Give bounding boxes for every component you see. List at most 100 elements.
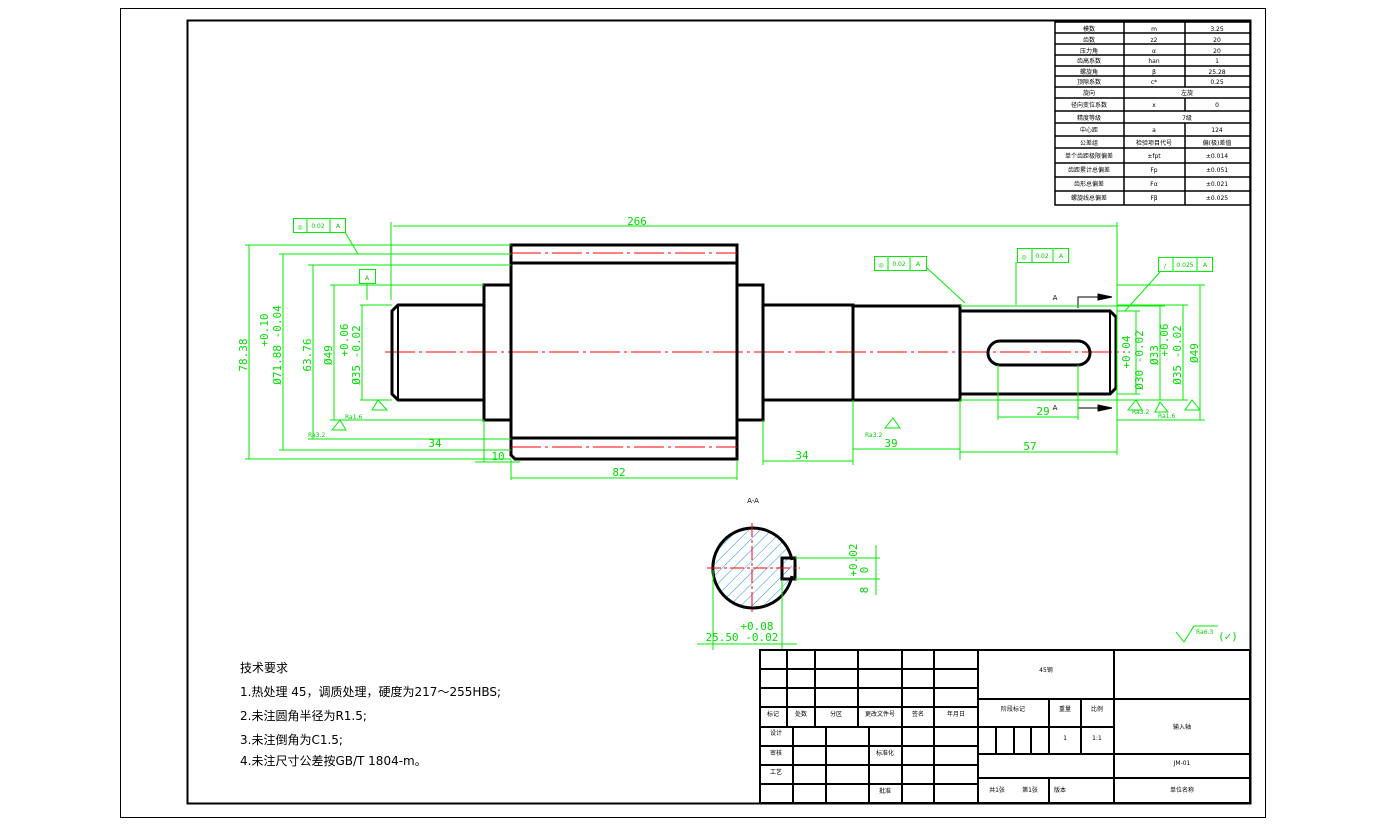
svg-text:螺旋线总偏差: 螺旋线总偏差: [1071, 194, 1107, 202]
svg-text:z2: z2: [1151, 37, 1158, 44]
svg-text:x: x: [1152, 102, 1156, 109]
section-title: A-A: [747, 497, 759, 505]
svg-text:3.25: 3.25: [1210, 26, 1224, 33]
svg-text:处数: 处数: [795, 710, 807, 718]
svg-text:A: A: [336, 223, 341, 230]
dim-63-76: 63.76: [301, 338, 314, 371]
keyway-slot: [986, 339, 1092, 367]
svg-text:±0.021: ±0.021: [1206, 181, 1228, 188]
svg-text:c*: c*: [1151, 79, 1157, 86]
outer-border: [120, 8, 1266, 818]
dim-d49-right: Ø49: [1188, 343, 1201, 363]
svg-text:0.25: 0.25: [1210, 79, 1224, 86]
svg-text:A: A: [1059, 253, 1064, 260]
svg-text:工艺: 工艺: [770, 768, 782, 776]
dim-total-length: 266: [627, 215, 647, 228]
dim-len-57: 57: [1023, 440, 1036, 453]
roughness-general: Ra6.3: [1196, 629, 1213, 636]
key-depth: 25.50 -0.02: [706, 631, 779, 644]
svg-text:Fα: Fα: [1150, 181, 1157, 188]
svg-text:偏(极)差值: 偏(极)差值: [1203, 139, 1232, 147]
svg-text:0: 0: [1215, 102, 1219, 109]
dim-outer-diameter: 78.38: [237, 338, 250, 371]
svg-text:Fβ: Fβ: [1150, 195, 1157, 202]
svg-text:A: A: [1203, 262, 1208, 269]
svg-text:±0.025: ±0.025: [1206, 195, 1228, 202]
svg-text:设计: 设计: [770, 729, 782, 737]
svg-text:0.02: 0.02: [1035, 253, 1049, 260]
roughness-label: Ra3.2: [308, 432, 325, 439]
svg-text:±0.014: ±0.014: [1206, 153, 1228, 160]
dim-len-34-right: 34: [795, 449, 809, 462]
svg-text:β: β: [1152, 69, 1156, 76]
svg-text:m: m: [1151, 26, 1157, 33]
section-dimension-lines: [697, 545, 880, 650]
svg-text:齿数: 齿数: [1083, 36, 1095, 44]
dim-len-39: 39: [884, 437, 897, 450]
svg-text:中心距: 中心距: [1080, 126, 1098, 134]
key-width: 8: [858, 587, 871, 594]
svg-text:检验项目代号: 检验项目代号: [1136, 139, 1172, 147]
svg-text:分区: 分区: [830, 710, 842, 718]
svg-text:左旋: 左旋: [1181, 89, 1193, 97]
svg-text:±fpt: ±fpt: [1147, 153, 1161, 160]
svg-text:124: 124: [1211, 127, 1223, 134]
svg-text:◎: ◎: [1021, 254, 1026, 261]
svg-text:批准: 批准: [879, 787, 891, 795]
roughness-label: Ra3.2: [865, 432, 882, 439]
tolerance-frame: ◎ 0.02 A: [874, 256, 927, 271]
company-name: 单位名称: [1170, 786, 1194, 794]
dim-d35-right-tol: +0.06: [1158, 323, 1171, 356]
svg-text:7级: 7级: [1182, 114, 1192, 122]
svg-text:单个齿距极限偏差: 单个齿距极限偏差: [1065, 152, 1113, 160]
datum-label: A: [365, 275, 370, 282]
svg-text:比例: 比例: [1091, 705, 1103, 713]
dim-d33: Ø33: [1148, 345, 1161, 365]
dim-len-10: 10: [491, 450, 504, 463]
roughness-other: (✓): [1218, 630, 1238, 643]
dim-root-tol-upper: +0.10: [258, 313, 271, 346]
dim-len-34-left: 34: [428, 437, 442, 450]
svg-text:压力角: 压力角: [1080, 47, 1098, 55]
material: 45钢: [1039, 666, 1053, 674]
svg-text:a: a: [1152, 127, 1156, 134]
dim-len-82: 82: [612, 466, 625, 479]
tolerance-frame: ◎ 0.02 A: [1017, 248, 1069, 263]
svg-text:◎: ◎: [297, 224, 302, 231]
svg-text:精度等级: 精度等级: [1077, 114, 1101, 122]
svg-text:年月日: 年月日: [947, 710, 965, 718]
svg-text:公差组: 公差组: [1080, 139, 1098, 147]
part-name: 输入轴: [1173, 723, 1191, 731]
svg-text:20: 20: [1213, 37, 1221, 44]
svg-text:1: 1: [1063, 735, 1067, 742]
svg-text:0.02: 0.02: [311, 223, 325, 230]
svg-text:Fp: Fp: [1150, 167, 1157, 174]
dimension-lines: [245, 222, 1205, 480]
key-width-tol-lower: 0: [858, 567, 871, 574]
svg-text:0.02: 0.02: [892, 261, 906, 268]
svg-text:α: α: [1152, 48, 1156, 55]
roughness-label: Ra3.2: [1132, 409, 1149, 416]
svg-text:A: A: [916, 261, 921, 268]
svg-text:◎: ◎: [878, 262, 883, 269]
roughness-symbols: [330, 399, 1218, 643]
svg-text:/: /: [1164, 263, 1167, 270]
svg-text:1: 1: [1215, 58, 1219, 65]
svg-text:模数: 模数: [1083, 25, 1095, 33]
svg-text:版本: 版本: [1054, 786, 1066, 794]
svg-text:han: han: [1148, 58, 1159, 65]
dim-d30: Ø30 -0.02: [1133, 330, 1146, 390]
requirement-item: 2.未注圆角半径为R1.5;: [240, 708, 367, 723]
svg-text:20: 20: [1213, 48, 1221, 55]
svg-text:±0.051: ±0.051: [1206, 167, 1228, 174]
svg-text:标准化: 标准化: [876, 749, 894, 757]
title-block: [759, 649, 1251, 804]
tolerance-frame: / 0.025 A: [1158, 257, 1213, 272]
drawing-number: JM-01: [1173, 760, 1191, 767]
svg-text:25.28: 25.28: [1208, 69, 1225, 76]
svg-text:齿形总偏差: 齿形总偏差: [1074, 180, 1104, 188]
requirements-title: 技术要求: [240, 661, 288, 675]
svg-text:签名: 签名: [912, 710, 924, 718]
svg-text:共1张: 共1张: [989, 786, 1005, 794]
